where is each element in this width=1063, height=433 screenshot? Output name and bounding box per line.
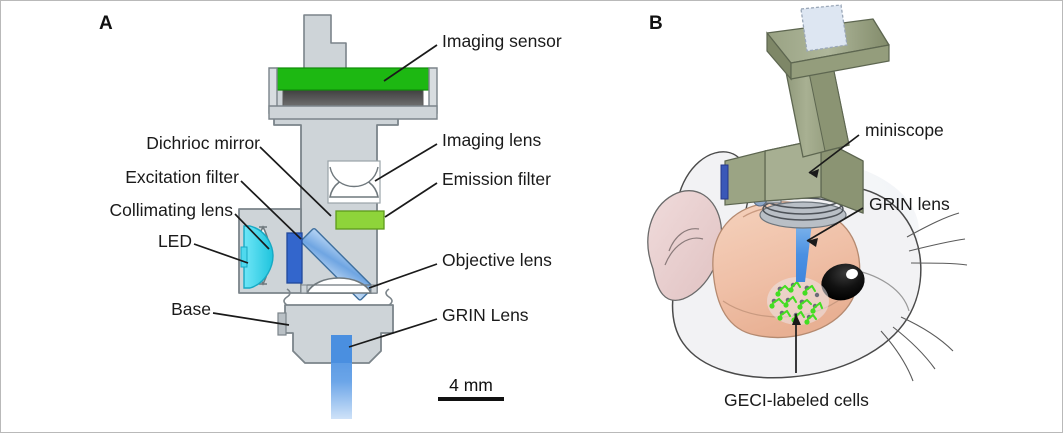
scale-bar-line xyxy=(438,397,504,401)
label-base: Base xyxy=(171,299,211,319)
panel-letter-a: A xyxy=(99,13,113,34)
scale-bar: 4 mm xyxy=(438,375,504,401)
label-excitation-filter: Excitation filter xyxy=(125,167,239,187)
label-collimating-lens: Collimating lens xyxy=(109,200,233,220)
label-emission-filter: Emission filter xyxy=(442,169,551,189)
leader-lines-right xyxy=(348,44,438,348)
mouse-with-miniscope-illustration xyxy=(647,4,968,382)
panel-letter-b: B xyxy=(649,13,663,34)
scale-bar-label: 4 mm xyxy=(449,375,493,395)
label-grin-lens-panel-a: GRIN Lens xyxy=(442,305,529,325)
leader-lines-panel-b xyxy=(792,134,864,373)
label-dichroic-mirror: Dichrioc mirror xyxy=(146,133,260,153)
label-imaging-sensor: Imaging sensor xyxy=(442,31,562,51)
label-imaging-lens: Imaging lens xyxy=(442,130,542,150)
label-led: LED xyxy=(157,231,192,251)
label-objective-lens: Objective lens xyxy=(442,250,552,270)
label-miniscope: miniscope xyxy=(865,120,944,140)
miniscope-cross-section xyxy=(238,14,438,419)
label-grin-lens-panel-b: GRIN lens xyxy=(869,194,950,214)
label-geci-labeled-cells: GECI-labeled cells xyxy=(724,390,869,410)
geci-cell-cluster xyxy=(767,277,829,325)
